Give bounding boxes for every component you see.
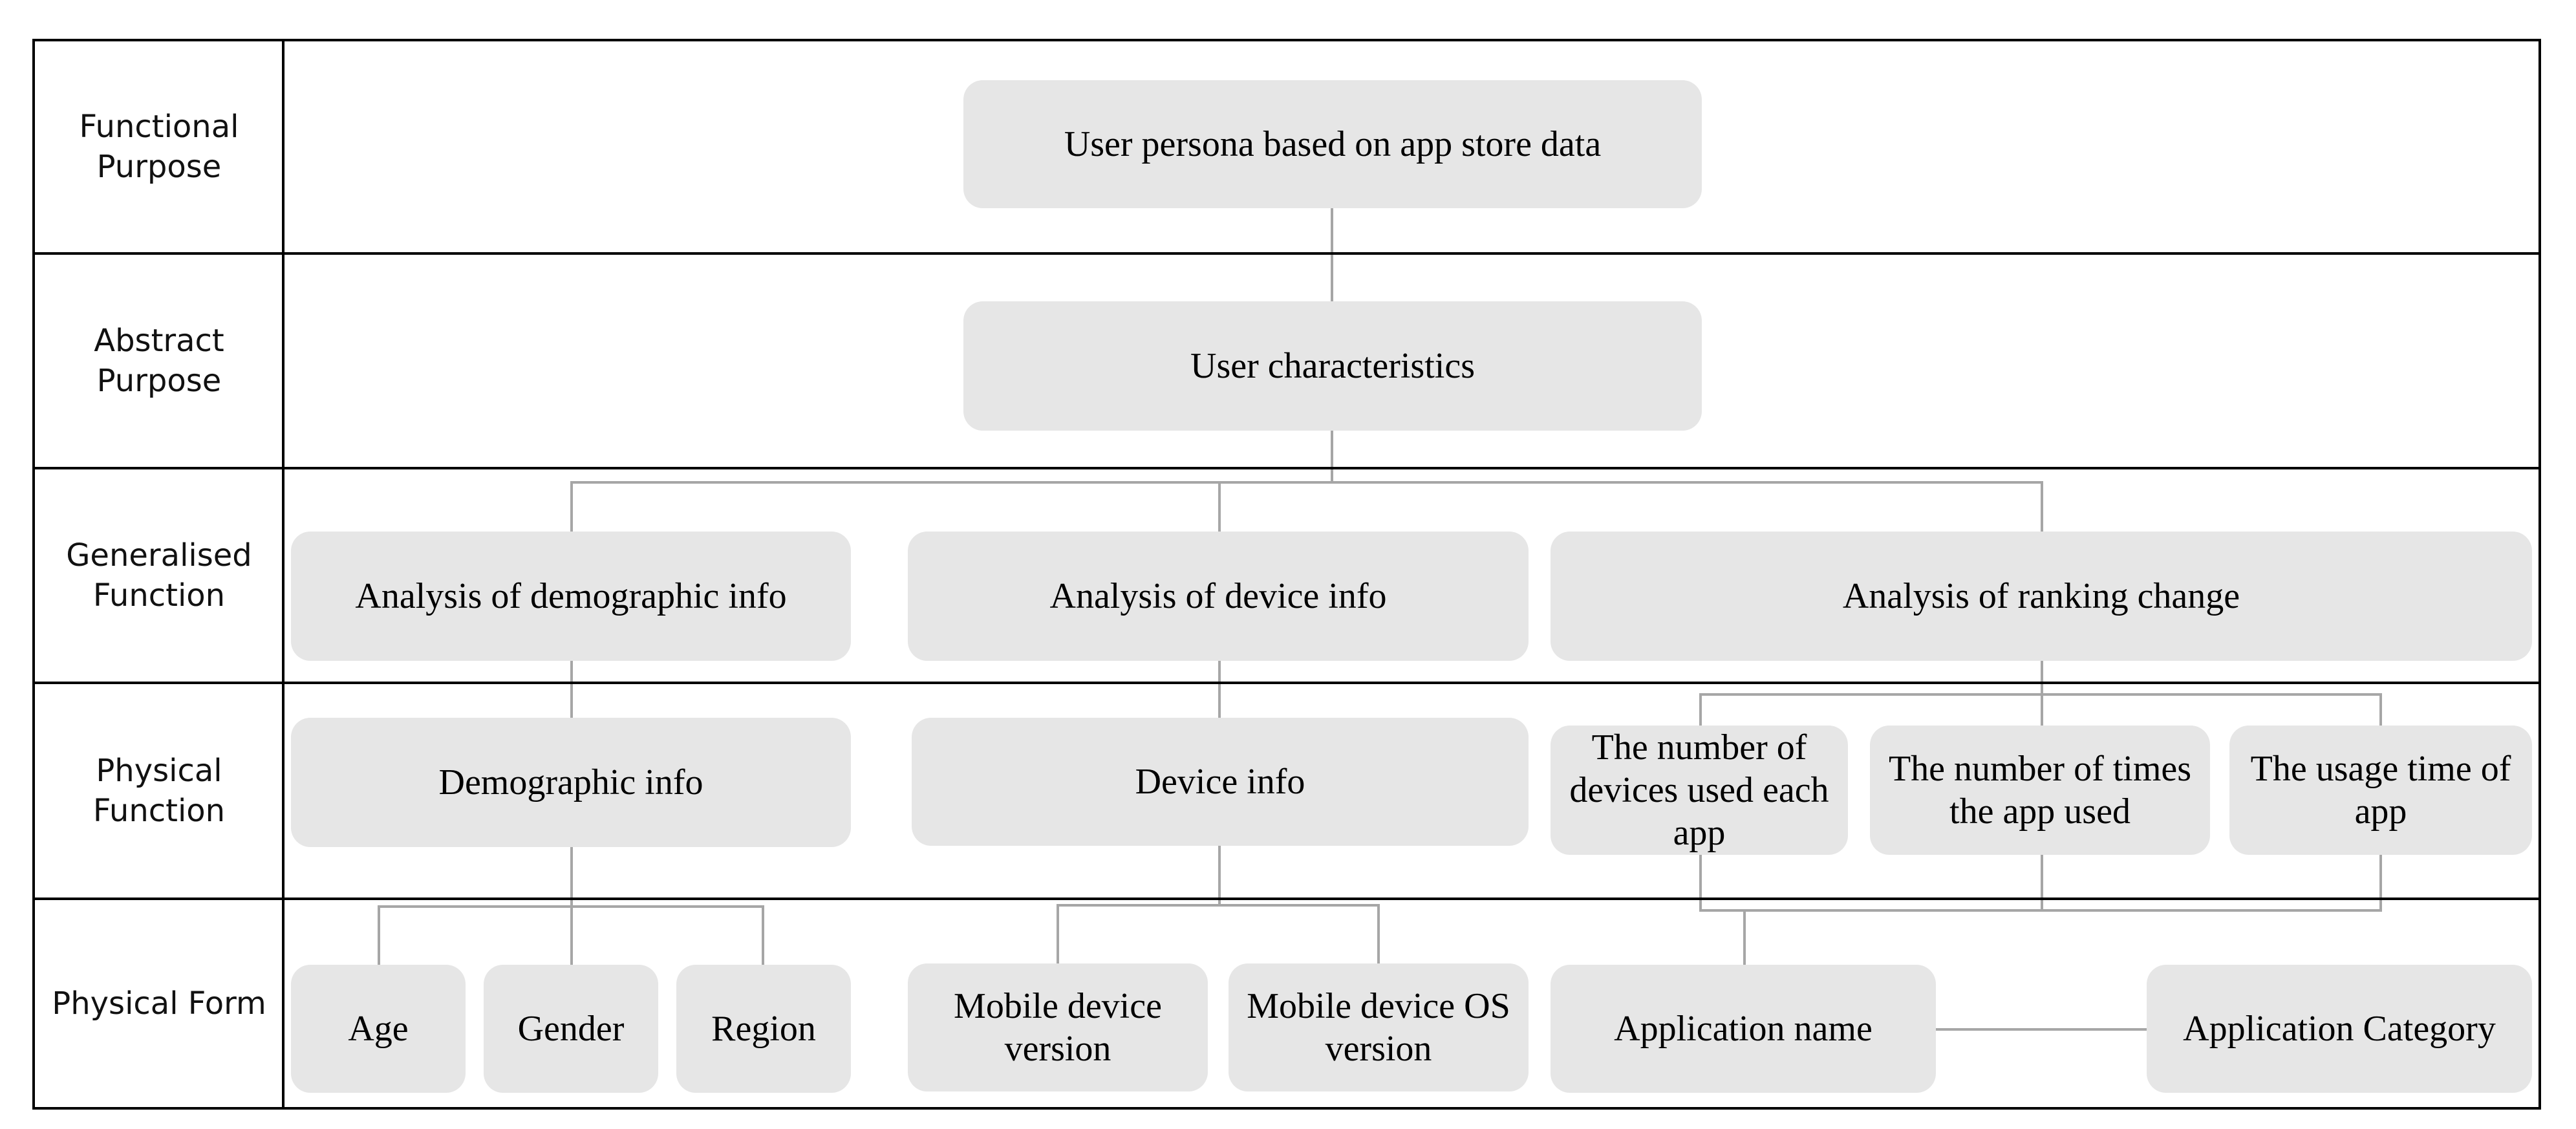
node-analysis-device: Analysis of device info [908,532,1529,661]
node-age: Age [291,965,466,1093]
node-user-characteristics: User characteristics [963,301,1702,431]
row-divider [32,467,2541,469]
connector-ranking-usage [2042,693,2382,726]
connector-ranking-bus [1699,661,2043,726]
node-application-category: Application Category [2147,965,2532,1093]
node-region: Region [676,965,851,1093]
node-gender: Gender [484,965,658,1093]
row-label-physical-form: Physical Form [52,985,266,1022]
connector-device-bus [1057,904,1380,963]
connector-generalised-bus [570,481,2043,532]
row-divider [32,682,2541,684]
label-column-divider [282,39,284,1110]
node-demographic-info: Demographic info [291,718,851,847]
node-times-used: The number of times the app used [1870,726,2210,855]
node-analysis-ranking: Analysis of ranking change [1551,532,2532,661]
node-application-name: Application name [1551,965,1936,1093]
node-user-persona: User persona based on app store data [963,80,1702,208]
row-label-abstract-purpose: Abstract Purpose [94,323,224,399]
row-label-physical-function: Physical Function [92,753,226,829]
diagram-frame [32,39,2541,1110]
row-label-generalised-function: Generalised Function [66,537,252,614]
row-label-functional-purpose: Functional Purpose [79,109,239,185]
node-usage-time: The usage time of app [2229,726,2532,855]
row-divider [32,252,2541,255]
node-analysis-demographic: Analysis of demographic info [291,532,851,661]
node-devices-used: The number of devices used each app [1551,726,1848,855]
row-divider [32,898,2541,900]
node-mobile-os-version: Mobile device OS version [1229,963,1529,1091]
node-device-info: Device info [912,718,1529,846]
node-mobile-device-version: Mobile device version [908,963,1208,1091]
